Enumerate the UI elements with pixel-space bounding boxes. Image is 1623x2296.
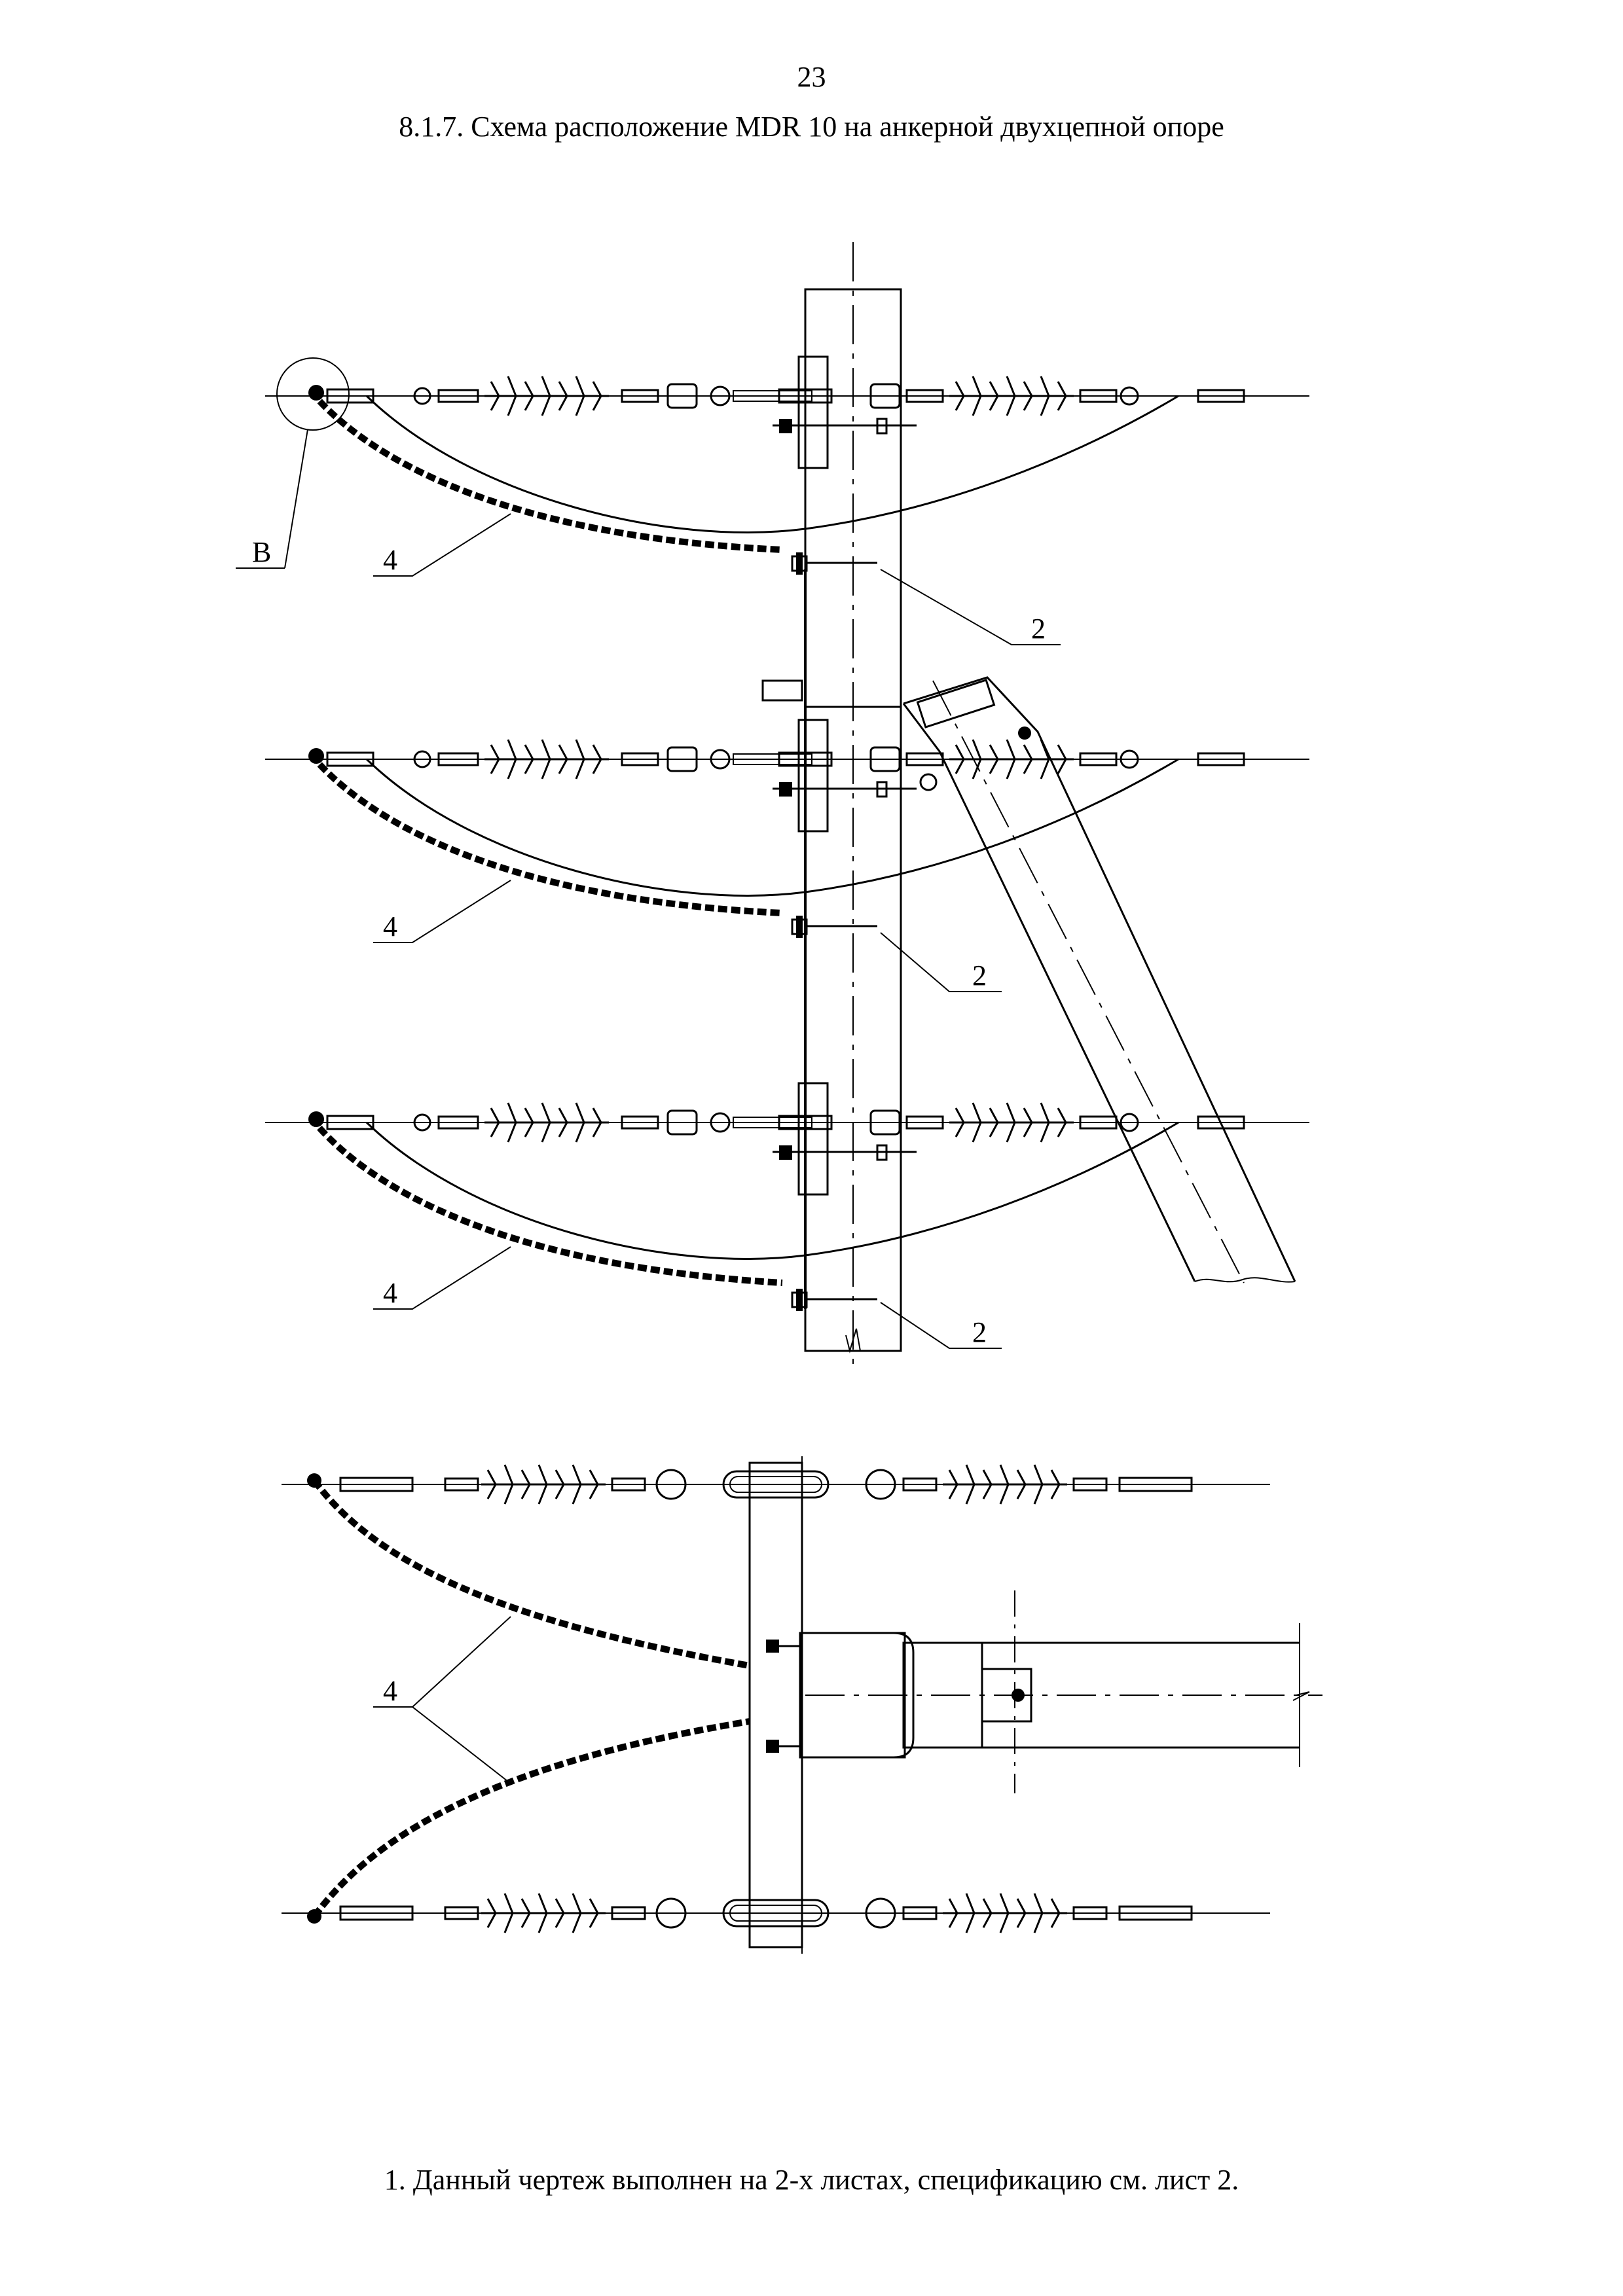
label-item-4-plan: 4 bbox=[383, 1675, 397, 1707]
footnote: 1. Данный чертеж выполнен на 2-х листах,… bbox=[384, 2164, 1239, 2196]
label-item-2-b: 2 bbox=[972, 960, 987, 992]
label-item-2-c: 2 bbox=[972, 1316, 987, 1348]
plan-line-bottom bbox=[282, 1718, 1270, 1934]
strut-elevation bbox=[902, 676, 1296, 1283]
phase-middle bbox=[265, 679, 1309, 939]
page-title: 8.1.7. Схема расположение MDR 10 на анке… bbox=[399, 111, 1224, 143]
plan-line-top bbox=[282, 1463, 1270, 1669]
page-number: 23 bbox=[797, 61, 826, 93]
label-item-4-b: 4 bbox=[383, 910, 397, 942]
pole-elevation bbox=[804, 242, 902, 1368]
leader-item-4-plan bbox=[373, 1616, 511, 1784]
label-item-4-c: 4 bbox=[383, 1277, 397, 1309]
phase-lower bbox=[265, 1082, 1309, 1312]
phase-upper bbox=[265, 355, 1309, 576]
strut-plan bbox=[766, 1590, 1322, 1793]
label-item-2-a: 2 bbox=[1031, 613, 1046, 645]
label-detail-b: В bbox=[252, 536, 271, 568]
pole-plan bbox=[722, 1456, 830, 1954]
leaders-item-4 bbox=[373, 513, 511, 1310]
detail-callout-b bbox=[236, 357, 350, 569]
label-item-4-a: 4 bbox=[383, 544, 397, 576]
leaders-item-2 bbox=[880, 569, 1061, 1349]
